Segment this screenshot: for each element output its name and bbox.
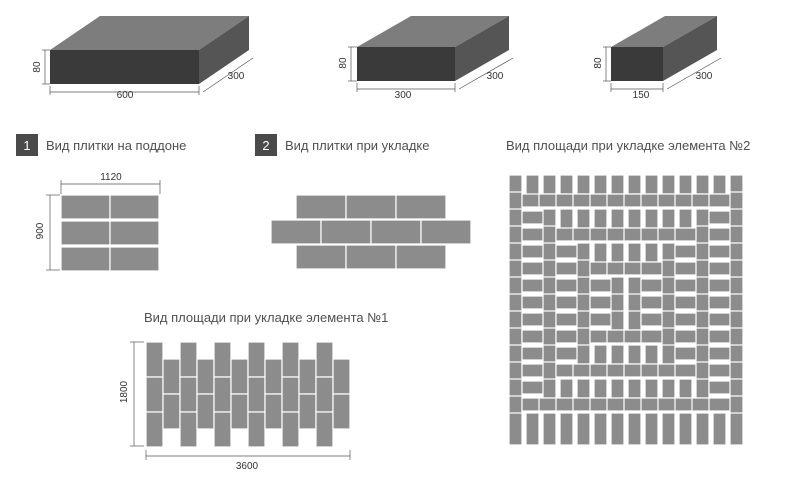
tile: [661, 412, 676, 446]
block3-side: [663, 16, 717, 81]
tile: [525, 412, 540, 446]
tile: [644, 412, 659, 446]
laying-view: [270, 194, 472, 270]
tile: [247, 341, 266, 378]
tile: [179, 376, 198, 413]
tile: [345, 194, 397, 220]
section1-caption: Вид плитки на поддоне: [46, 138, 186, 153]
section2-number-badge: [255, 134, 277, 156]
tile: [145, 376, 164, 413]
pattern2-caption: Вид площади при укладке элемента №2: [506, 138, 750, 153]
tile: [370, 219, 422, 245]
tile: [213, 411, 232, 448]
block2-width-label: 300: [395, 90, 412, 101]
block3-depth-dim: [666, 57, 722, 90]
tile: [332, 358, 351, 395]
block-drawings: [42, 16, 722, 95]
tile: [196, 358, 215, 395]
tile: [559, 412, 574, 446]
tile: [315, 376, 334, 413]
pallet-height-label: 900: [35, 222, 46, 239]
tile: [298, 393, 317, 430]
tile: [712, 412, 727, 446]
tile: [695, 412, 710, 446]
tile: [109, 194, 160, 220]
tile: [270, 219, 322, 245]
block2-depth-label: 300: [487, 71, 504, 82]
tile: [281, 341, 300, 378]
tile: [610, 412, 625, 446]
tile: [247, 376, 266, 413]
tile: [162, 358, 181, 395]
block1-front: [50, 50, 199, 84]
tile: [196, 393, 215, 430]
tile: [213, 376, 232, 413]
tile: [213, 341, 232, 378]
pattern1-height-label: 1800: [119, 380, 130, 403]
block2-side: [455, 16, 509, 81]
tile: [395, 194, 447, 220]
tile: [295, 244, 347, 270]
block3-top: [611, 16, 717, 47]
block2-height-label: 80: [338, 57, 349, 69]
tile: [281, 376, 300, 413]
section1-number-badge: [16, 134, 38, 156]
tile: [729, 412, 744, 446]
section2-caption: Вид плитки при укладке: [285, 138, 429, 153]
tile: [281, 411, 300, 448]
tile: [162, 393, 181, 430]
tile: [627, 412, 642, 446]
block1-side: [199, 16, 249, 84]
block1-depth-dim: [202, 57, 254, 93]
tile: [320, 219, 372, 245]
tile: [508, 412, 523, 446]
block1-depth-label: 300: [228, 71, 245, 82]
block2-top: [357, 16, 509, 47]
tile: [60, 220, 111, 246]
tile: [542, 412, 557, 446]
tile: [109, 246, 160, 272]
tile: [678, 412, 693, 446]
pallet-view: [46, 180, 161, 272]
block1-top: [50, 16, 249, 50]
tile: [332, 393, 351, 430]
tile: [315, 341, 334, 378]
section1-number: 1: [23, 138, 30, 153]
block1-width-label: 600: [117, 90, 134, 101]
tile: [264, 393, 283, 430]
tile: [576, 412, 591, 446]
tile: [145, 341, 164, 378]
tile: [298, 358, 317, 395]
tile: [230, 393, 249, 430]
tile: [315, 411, 334, 448]
tile: [145, 411, 164, 448]
block2-front: [357, 47, 455, 81]
tile: [230, 358, 249, 395]
tile: [295, 194, 347, 220]
tile: [109, 220, 160, 246]
section2-number: 2: [262, 138, 269, 153]
tile: [247, 411, 266, 448]
tile: [60, 194, 111, 220]
pallet-width-label: 1120: [100, 172, 122, 183]
tile: [395, 244, 447, 270]
pattern1-caption: Вид площади при укладке элемента №1: [144, 310, 388, 325]
pattern1-width-label: 3600: [236, 461, 259, 472]
block3-width-label: 150: [633, 90, 650, 101]
tile: [420, 219, 472, 245]
pattern2-view: [508, 174, 744, 446]
block3-height-label: 80: [593, 57, 604, 69]
tile: [593, 412, 608, 446]
tile: [179, 411, 198, 448]
tile: [345, 244, 397, 270]
block2-depth-dim: [458, 57, 514, 90]
block1-height-label: 80: [32, 61, 43, 73]
block3-depth-label: 300: [696, 71, 713, 82]
tile: [60, 246, 111, 272]
tile: [179, 341, 198, 378]
block3-front: [611, 47, 663, 81]
tile: [264, 358, 283, 395]
pattern1-view: [130, 341, 351, 460]
